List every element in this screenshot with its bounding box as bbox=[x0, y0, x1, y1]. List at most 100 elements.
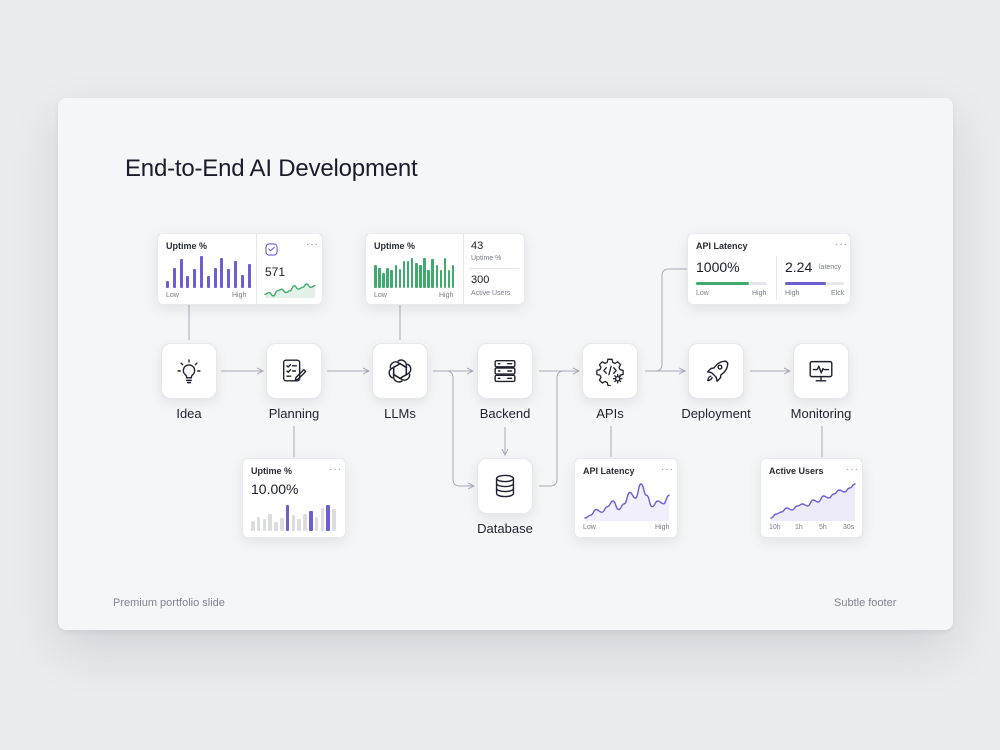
node-planning[interactable] bbox=[266, 343, 322, 399]
bar bbox=[378, 268, 381, 288]
more-options-icon[interactable]: ··· bbox=[329, 464, 342, 475]
footer-left: Premium portfolio slide bbox=[113, 597, 225, 609]
more-options-icon[interactable]: ··· bbox=[306, 239, 319, 250]
node-label-llms: LLMs bbox=[384, 406, 416, 421]
axis-high-label: High bbox=[232, 292, 247, 299]
node-backend[interactable] bbox=[477, 343, 533, 399]
bar bbox=[398, 269, 402, 288]
rocket-icon bbox=[706, 360, 729, 382]
card-planning-uptime[interactable]: Uptime % ··· 10.00% bbox=[242, 458, 346, 538]
series-line bbox=[264, 283, 316, 297]
bar bbox=[268, 514, 272, 531]
chart-badge-icon bbox=[265, 243, 278, 256]
area-fill bbox=[771, 484, 855, 521]
bar bbox=[406, 261, 410, 288]
card-title: Uptime % bbox=[251, 466, 293, 476]
stat-divider bbox=[469, 268, 519, 269]
node-idea[interactable] bbox=[161, 343, 217, 399]
stat-uptime-label: Uptime % bbox=[471, 255, 502, 262]
progress-end-label: Elck bbox=[831, 290, 845, 297]
bar bbox=[443, 258, 447, 288]
bar bbox=[451, 265, 455, 288]
bar bbox=[172, 268, 176, 288]
node-monitoring[interactable] bbox=[793, 343, 849, 399]
progress-low-label: Low bbox=[696, 290, 709, 297]
axis-high-label: High bbox=[655, 524, 670, 531]
card-idea-uptime[interactable]: Uptime % Low High ··· 571 bbox=[157, 233, 323, 306]
node-deployment[interactable] bbox=[688, 343, 744, 399]
bar bbox=[402, 261, 406, 288]
bar bbox=[447, 270, 451, 288]
monitor-pulse-icon bbox=[809, 360, 833, 382]
bar bbox=[435, 265, 439, 288]
bar bbox=[332, 509, 336, 531]
bar bbox=[213, 268, 217, 288]
node-label-database: Database bbox=[477, 521, 533, 536]
axis-low-label: Low bbox=[583, 524, 596, 531]
axis-tick: 5h bbox=[819, 524, 827, 531]
bar bbox=[220, 258, 224, 288]
card-divider bbox=[463, 234, 464, 306]
more-options-icon[interactable]: ··· bbox=[835, 239, 848, 250]
metric-value: 571 bbox=[265, 265, 286, 279]
uptime-bar-chart bbox=[166, 256, 254, 288]
node-apis[interactable] bbox=[582, 343, 638, 399]
axis-low-label: Low bbox=[374, 292, 387, 299]
series-line bbox=[584, 483, 670, 519]
latency-value: 2.24 bbox=[785, 259, 813, 275]
green-sparkline bbox=[264, 283, 316, 298]
bar bbox=[240, 275, 244, 288]
card-title: API Latency bbox=[696, 241, 748, 251]
bar bbox=[419, 265, 422, 288]
node-database[interactable] bbox=[477, 458, 533, 514]
bar bbox=[297, 519, 301, 531]
area-fill bbox=[585, 484, 669, 521]
node-label-monitoring: Monitoring bbox=[790, 406, 852, 421]
bar bbox=[386, 268, 389, 288]
axis-high-label: High bbox=[439, 292, 454, 299]
card-api-latency-chart[interactable]: API Latency ··· Low High bbox=[574, 458, 678, 538]
bar bbox=[291, 515, 296, 531]
card-active-users[interactable]: Active Users ··· 10h 1h 5h 30s bbox=[760, 458, 863, 538]
bar bbox=[410, 258, 414, 288]
node-llms[interactable] bbox=[372, 343, 428, 399]
more-options-icon[interactable]: ··· bbox=[846, 464, 859, 475]
bar bbox=[256, 517, 261, 531]
bar bbox=[390, 270, 393, 288]
card-divider bbox=[776, 256, 777, 300]
card-title: API Latency bbox=[583, 466, 635, 476]
code-gear-icon bbox=[596, 358, 624, 386]
node-label-backend: Backend bbox=[479, 406, 531, 421]
bar bbox=[166, 281, 169, 288]
bar bbox=[309, 511, 313, 531]
metric-value: 10.00% bbox=[251, 481, 299, 497]
bar bbox=[234, 261, 237, 288]
card-llms-uptime[interactable]: Uptime % Low High 43 Uptime % 300 Active… bbox=[365, 233, 525, 306]
server-stack-icon bbox=[494, 359, 516, 383]
node-label-idea: Idea bbox=[176, 406, 202, 421]
progress-high-label: High bbox=[752, 290, 767, 297]
bar bbox=[280, 518, 284, 531]
card-title: Active Users bbox=[769, 466, 824, 476]
bar bbox=[415, 263, 418, 288]
latency-percent-value: 1000% bbox=[696, 259, 740, 275]
node-label-planning: Planning bbox=[268, 406, 320, 421]
uptime-bar-chart bbox=[251, 505, 339, 531]
bar bbox=[247, 264, 251, 288]
bar bbox=[303, 514, 307, 531]
footer-right: Subtle footer bbox=[834, 597, 897, 609]
bar bbox=[423, 258, 426, 288]
node-label-deployment: Deployment bbox=[681, 406, 751, 421]
bar bbox=[251, 521, 255, 531]
series-line bbox=[770, 483, 856, 519]
bar bbox=[314, 517, 319, 531]
bar bbox=[326, 505, 330, 531]
bar bbox=[394, 265, 398, 288]
more-options-icon[interactable]: ··· bbox=[661, 464, 674, 475]
card-api-latency-summary[interactable]: API Latency ··· 1000% Low High 2.24 late… bbox=[687, 233, 851, 305]
progress-high-label: High bbox=[785, 290, 800, 297]
green-progress-fill bbox=[696, 282, 750, 285]
card-title: Uptime % bbox=[374, 241, 416, 251]
database-icon bbox=[495, 474, 515, 498]
